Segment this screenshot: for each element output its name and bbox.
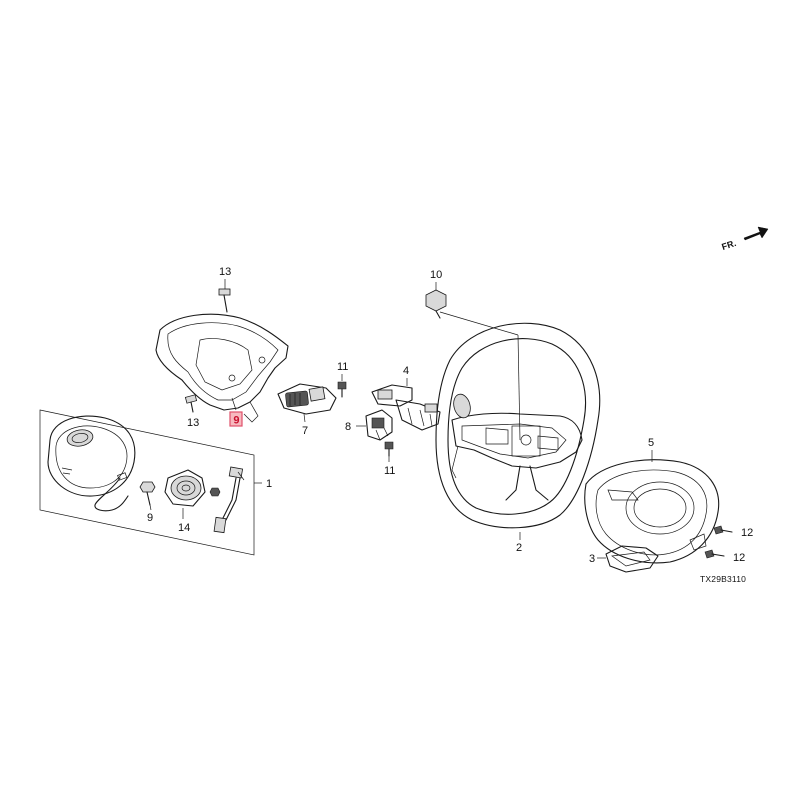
drawing-code: TX29B3110 — [700, 574, 746, 584]
callout-2: 2 — [516, 542, 522, 554]
horn-14: 14 — [164, 469, 206, 534]
callout-9: 9 — [147, 512, 153, 524]
screw-11-upper: 11 — [337, 361, 348, 398]
group-box-outline — [39, 409, 255, 556]
bolt-9: 9 — [139, 481, 156, 524]
switch-8: 8 — [345, 409, 393, 441]
nut — [209, 487, 221, 497]
switch-7: 7 — [277, 383, 337, 437]
lower-cover-5: 5 — [584, 437, 720, 564]
rear-cover-shell — [155, 313, 289, 411]
garnish-3: 3 — [589, 545, 659, 573]
callout-13-upper: 13 — [219, 266, 231, 278]
callout-10: 10 — [430, 269, 442, 281]
screw-11-lower: 11 — [384, 441, 395, 477]
screw-13-upper — [218, 288, 231, 313]
callout-3: 3 — [589, 553, 595, 565]
callout-8: 8 — [345, 421, 351, 433]
part-6-highlight[interactable]: 6 — [229, 397, 243, 427]
callout-13-lower: 13 — [187, 417, 199, 429]
switch-4: 4 — [371, 365, 441, 431]
callout-6: 6 — [233, 413, 239, 425]
part-6-highlight-box — [229, 411, 243, 427]
screw-12-upper: 12 — [713, 525, 753, 539]
airbag-assembly-group: 1 9 14 — [39, 409, 272, 556]
callout-14: 14 — [178, 522, 190, 534]
callout-7: 7 — [302, 425, 308, 437]
bolt-10: 10 — [425, 269, 521, 441]
callout-12-upper: 12 — [741, 527, 753, 539]
steering-wheel-2: 2 — [435, 322, 601, 554]
callout-1: 1 — [266, 478, 272, 490]
callout-4: 4 — [403, 365, 409, 377]
rear-cover-13: 13 13 — [155, 266, 289, 429]
front-arrow-icon — [743, 226, 769, 241]
callout-12-lower: 12 — [733, 552, 745, 564]
callout-11-lower: 11 — [384, 465, 395, 477]
screw-12-lower: 12 — [704, 549, 745, 564]
wire-harness — [213, 466, 245, 534]
front-direction-label: FR. — [720, 238, 737, 252]
screw-13-lower — [184, 394, 198, 413]
front-direction-indicator: FR. — [720, 226, 769, 252]
callout-5: 5 — [648, 437, 654, 449]
airbag-pad — [47, 415, 136, 512]
callout-11-upper: 11 — [337, 361, 348, 373]
